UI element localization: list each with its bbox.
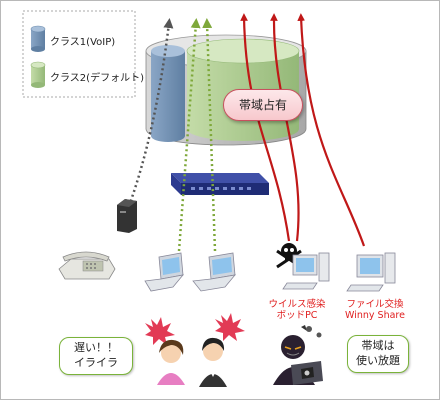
hog-path-arrow-1 <box>240 13 291 242</box>
anger-burst-icon-2 <box>215 313 245 341</box>
frustrated-bubble-line1: 遅い！！ <box>74 341 118 354</box>
virus-pc-label-line2: ボッドPC <box>276 310 318 321</box>
legend-class2-label: クラス2(デフォルト) <box>50 73 144 84</box>
evil-user-icon <box>273 325 323 385</box>
router <box>171 173 269 195</box>
laptop-icon-1 <box>144 252 185 292</box>
user-male-frustrated-icon <box>199 337 227 387</box>
bandwidth-occupied-label: 帯域占有 <box>223 89 303 121</box>
legend <box>22 10 136 98</box>
voip-path-arrow <box>127 18 174 207</box>
user-female-frustrated-icon <box>157 339 185 385</box>
legend-class2-swatch <box>30 61 46 88</box>
hog-path-arrow-2 <box>270 13 300 242</box>
default-path-arrow-2 <box>202 18 217 252</box>
telephone-icon <box>58 251 116 280</box>
frustrated-bubble-line2: イライラ <box>74 356 118 369</box>
unlimited-bubble-line2: 使い放題 <box>356 354 400 367</box>
unlimited-speech-bubble: 帯域は 使い放題 <box>347 335 409 373</box>
fileshare-pc-label: ファイル交換 Winny Share <box>337 299 413 321</box>
virus-pc-label-line1: ウイルス感染 <box>268 299 326 310</box>
voip-gateway-icon <box>117 199 137 233</box>
desktop-pc-icon-virus <box>282 252 330 290</box>
unlimited-bubble-line1: 帯域は <box>361 339 395 352</box>
fileshare-pc-label-line1: ファイル交換 <box>346 299 404 310</box>
class1-inner-cylinder <box>151 45 185 142</box>
laptop-icon-2 <box>192 252 236 292</box>
virus-pc-label: ウイルス感染 ボッドPC <box>267 299 327 321</box>
frustrated-speech-bubble: 遅い！！ イライラ <box>59 337 133 375</box>
default-path-arrow-1 <box>177 18 201 252</box>
hog-path-arrow-3 <box>297 13 366 247</box>
desktop-pc-icon-fileshare <box>346 252 396 292</box>
fileshare-pc-label-line2: Winny Share <box>345 310 405 321</box>
anger-burst-icon-1 <box>145 317 175 345</box>
legend-class1-swatch <box>30 25 46 52</box>
legend-class1-label: クラス1(VoIP) <box>50 37 116 48</box>
